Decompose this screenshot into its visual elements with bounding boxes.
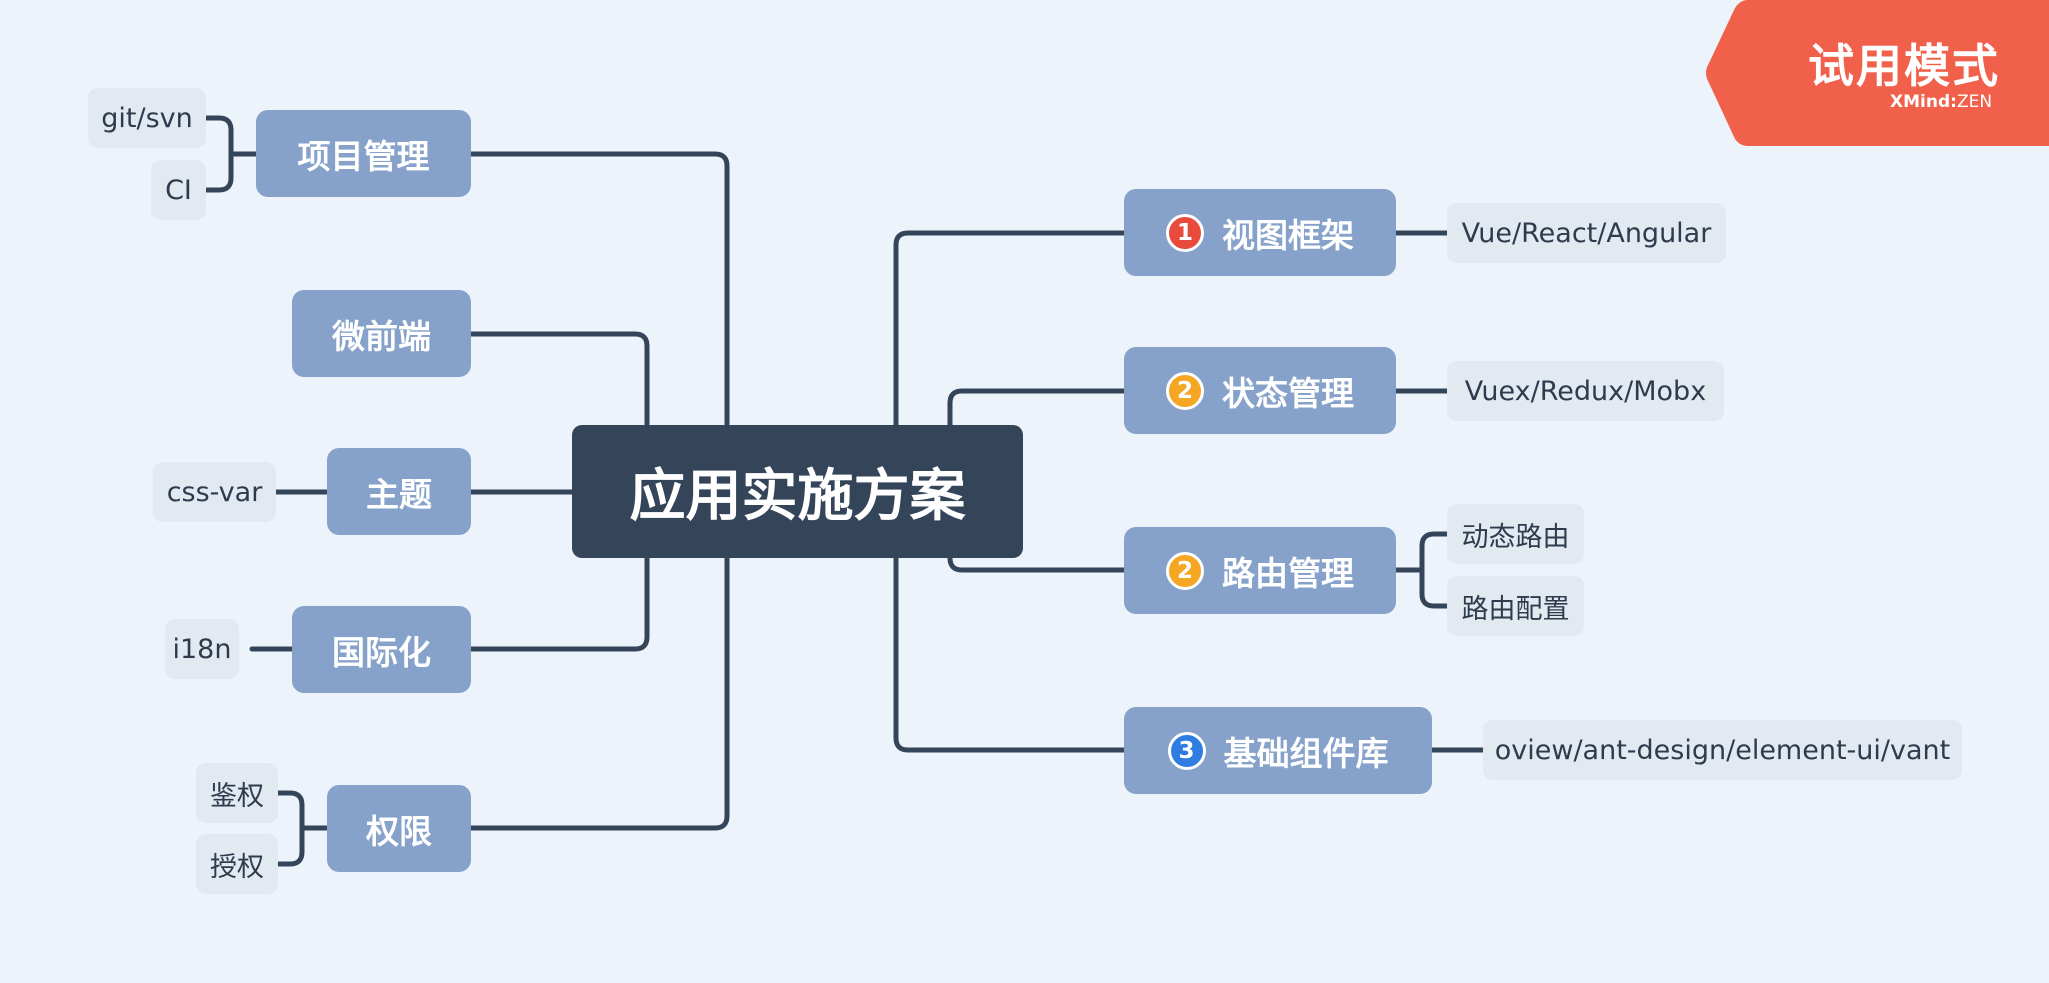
brand-name: XMind	[1890, 92, 1951, 112]
topic-theme[interactable]: 主题	[327, 448, 471, 535]
topic-label: 主题	[366, 474, 432, 514]
connector-auth	[275, 790, 330, 867]
subtopic-label: oview/ant-design/element-ui/vant	[1494, 734, 1951, 766]
subtopic-label: 动态路由	[1461, 521, 1570, 553]
topic-label: 权限	[366, 811, 432, 851]
subtopic-label: 鉴权	[210, 780, 264, 812]
subtopic-authentication[interactable]: 鉴权	[196, 763, 278, 823]
subtopic-label: i18n	[172, 633, 232, 665]
subtopic-vue-react-angular[interactable]: Vue/React/Angular	[1447, 203, 1726, 263]
connector-git	[203, 115, 259, 193]
subtopic-ci[interactable]: CI	[151, 160, 206, 220]
connector-state	[947, 388, 1127, 428]
topic-project-management[interactable]: 项目管理	[256, 110, 471, 197]
topic-label: 微前端	[332, 316, 431, 356]
priority-2-icon: 2	[1166, 371, 1204, 410]
topic-state-management[interactable]: 2 状态管理	[1124, 347, 1396, 434]
subtopic-label: git/svn	[101, 102, 193, 134]
topic-permission[interactable]: 权限	[327, 785, 471, 872]
topic-micro-frontend[interactable]: 微前端	[292, 290, 471, 377]
subtopic-css-var[interactable]: css-var	[153, 462, 276, 522]
subtopic-dynamic-route[interactable]: 动态路由	[1447, 504, 1584, 564]
subtopic-label: CI	[165, 174, 192, 206]
subtopic-git-svn[interactable]: git/svn	[88, 88, 206, 148]
connector-microfrontend	[468, 331, 650, 428]
brand-edition: ZEN	[1956, 92, 1993, 112]
topic-label: 路由管理	[1222, 553, 1354, 593]
priority-2-icon: 2	[1166, 551, 1204, 590]
trial-mode-title: 试用模式	[1808, 39, 2000, 93]
topic-label: 状态管理	[1222, 373, 1354, 413]
connector-components	[893, 555, 1127, 753]
badge-shape	[1706, 0, 2049, 146]
brand-separator: :	[1950, 92, 1957, 112]
connector-router	[947, 555, 1127, 573]
connector-permission	[468, 555, 730, 831]
subtopic-route-config[interactable]: 路由配置	[1447, 576, 1584, 636]
topic-view-framework[interactable]: 1 视图框架	[1124, 189, 1396, 276]
central-topic[interactable]: 应用实施方案	[572, 425, 1023, 558]
subtopic-label: 路由配置	[1461, 593, 1570, 625]
trial-mode-badge	[1706, 0, 2049, 146]
topic-label: 国际化	[332, 632, 431, 672]
subtopic-i18n[interactable]: i18n	[165, 619, 239, 679]
subtopic-vuex-redux-mobx[interactable]: Vuex/Redux/Mobx	[1447, 361, 1724, 421]
subtopic-label: Vue/React/Angular	[1461, 217, 1712, 249]
xmind-zen-logo: XMind:ZEN	[1890, 92, 1992, 112]
central-topic-label: 应用实施方案	[629, 464, 966, 529]
subtopic-label: css-var	[166, 476, 263, 508]
topic-i18n[interactable]: 国际化	[292, 606, 471, 693]
connector-view	[893, 230, 1127, 428]
topic-router-management[interactable]: 2 路由管理	[1124, 527, 1396, 614]
topic-label: 视图框架	[1222, 215, 1354, 255]
subtopic-authorization[interactable]: 授权	[196, 834, 278, 894]
connector-project	[468, 151, 730, 428]
connector-i18n	[468, 555, 650, 652]
topic-component-library[interactable]: 3 基础组件库	[1124, 707, 1432, 794]
subtopic-label: Vuex/Redux/Mobx	[1464, 375, 1707, 407]
subtopic-label: 授权	[210, 851, 264, 883]
topic-label: 基础组件库	[1223, 733, 1389, 773]
priority-1-icon: 1	[1166, 213, 1204, 252]
connector-router-sub	[1393, 531, 1450, 609]
topic-label: 项目管理	[297, 136, 430, 176]
subtopic-ui-libraries[interactable]: oview/ant-design/element-ui/vant	[1483, 720, 1962, 780]
priority-3-icon: 3	[1167, 731, 1206, 770]
